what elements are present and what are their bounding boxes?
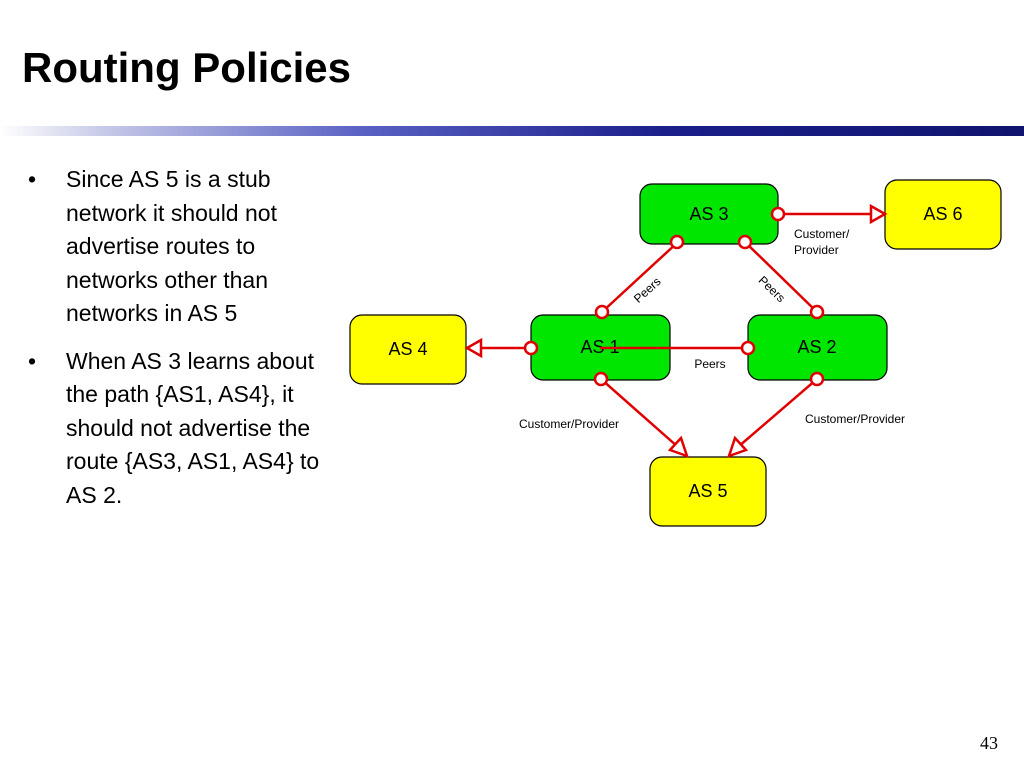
- node-as6-label: AS 6: [923, 204, 962, 224]
- arrowhead-to-as5-left: [667, 435, 689, 459]
- edge-label-as3-as6-line1: Customer/: [794, 227, 850, 241]
- edge-label-as2-as5: Customer/Provider: [805, 412, 905, 426]
- bullet-marker: •: [28, 166, 37, 192]
- title-divider-bar: [0, 126, 1024, 136]
- edge-label-as1-as3: Peers: [631, 274, 664, 305]
- bullet-text: When AS 3 learns about the path {AS1, AS…: [66, 347, 320, 508]
- node-as2-label: AS 2: [797, 337, 836, 357]
- node-as5-label: AS 5: [688, 481, 727, 501]
- link-endpoint-circle: [737, 234, 753, 250]
- arrowhead-to-as5-right: [727, 435, 749, 459]
- arrowhead-to-as6: [869, 203, 888, 225]
- page-number: 43: [980, 733, 998, 753]
- edge-label-as3-as6-line2: Provider: [794, 243, 839, 257]
- bullet-item: • Since AS 5 is a stub network it should…: [28, 163, 343, 331]
- link-endpoint-circle: [809, 304, 825, 320]
- node-as3-label: AS 3: [689, 204, 728, 224]
- link-endpoint-circle: [740, 340, 756, 356]
- bullet-item: • When AS 3 learns about the path {AS1, …: [28, 345, 343, 513]
- link-endpoint-circle: [770, 206, 786, 222]
- edge-label-as1-as5: Customer/Provider: [519, 417, 619, 431]
- link-as1-as5: [600, 378, 679, 448]
- edge-label-as1-as2: Peers: [694, 357, 725, 371]
- link-endpoint-circle: [523, 340, 539, 356]
- link-endpoint-circle: [669, 234, 685, 250]
- link-as3-as2: [744, 241, 818, 313]
- bullet-list: • Since AS 5 is a stub network it should…: [28, 163, 343, 526]
- bullet-marker: •: [28, 347, 37, 374]
- bullet-text: Since AS 5 is a stub network it should n…: [66, 166, 277, 326]
- link-endpoint-circle: [593, 371, 609, 387]
- link-as2-as5: [737, 378, 818, 448]
- slide-title: Routing Policies: [22, 44, 352, 91]
- node-as5: [649, 456, 767, 527]
- node-as4-label: AS 4: [388, 339, 427, 359]
- link-as3-as1: [601, 241, 679, 313]
- arrowhead-to-as4: [464, 337, 483, 359]
- node-as4: [349, 314, 467, 385]
- link-endpoint-circle: [594, 304, 610, 320]
- link-endpoint-circle: [809, 371, 825, 387]
